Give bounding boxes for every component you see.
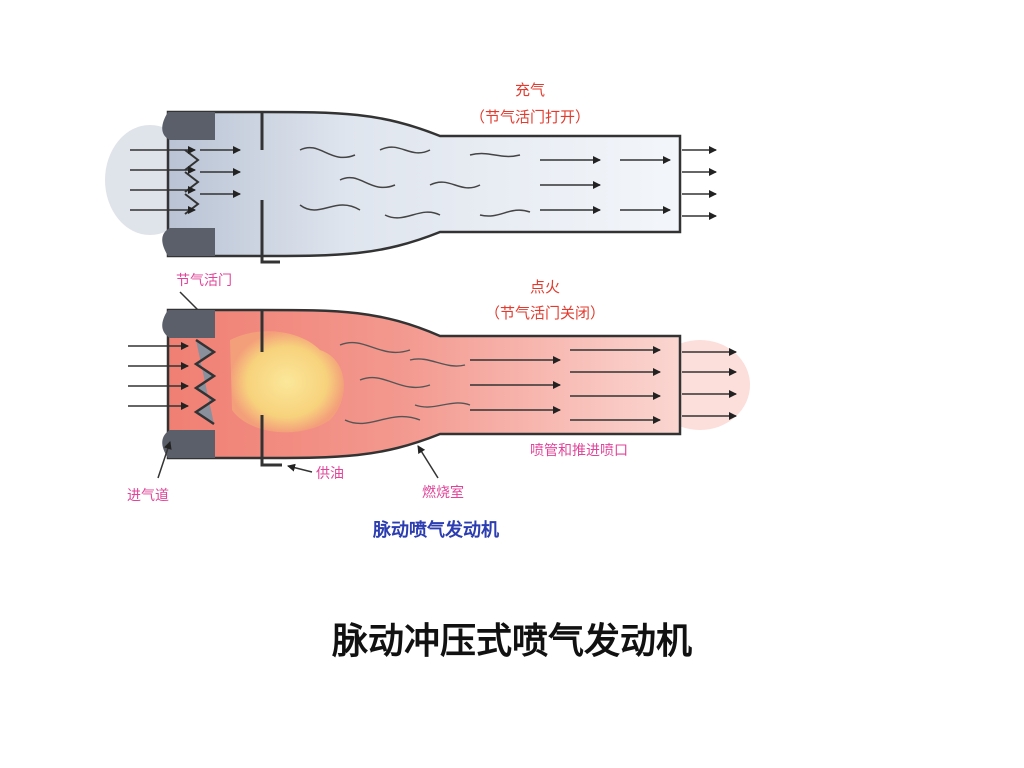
intake-leader	[157, 441, 172, 479]
slide-title: 脉动冲压式喷气发动机	[331, 620, 692, 662]
top-state-subtitle: （节气活门打开）	[470, 108, 590, 126]
diagram-caption: 脉动喷气发动机	[372, 519, 499, 541]
bottom-engine: 点火 （节气活门关闭）	[128, 278, 750, 467]
top-engine-body	[166, 110, 682, 258]
top-engine: 充气 （节气活门打开）	[105, 81, 717, 264]
label-combustion-chamber: 燃烧室	[422, 484, 464, 501]
fuel-leader	[287, 463, 313, 473]
combustion-leader	[417, 445, 439, 479]
label-fuel-supply: 供油	[316, 466, 344, 482]
label-nozzle: 喷管和推进喷口	[530, 443, 628, 459]
label-throttle-valve: 节气活门	[176, 273, 232, 289]
top-state-title: 充气	[515, 81, 545, 99]
bottom-state-subtitle: （节气活门关闭）	[485, 304, 605, 322]
label-intake: 进气道	[127, 488, 169, 504]
bottom-state-title: 点火	[530, 278, 560, 296]
